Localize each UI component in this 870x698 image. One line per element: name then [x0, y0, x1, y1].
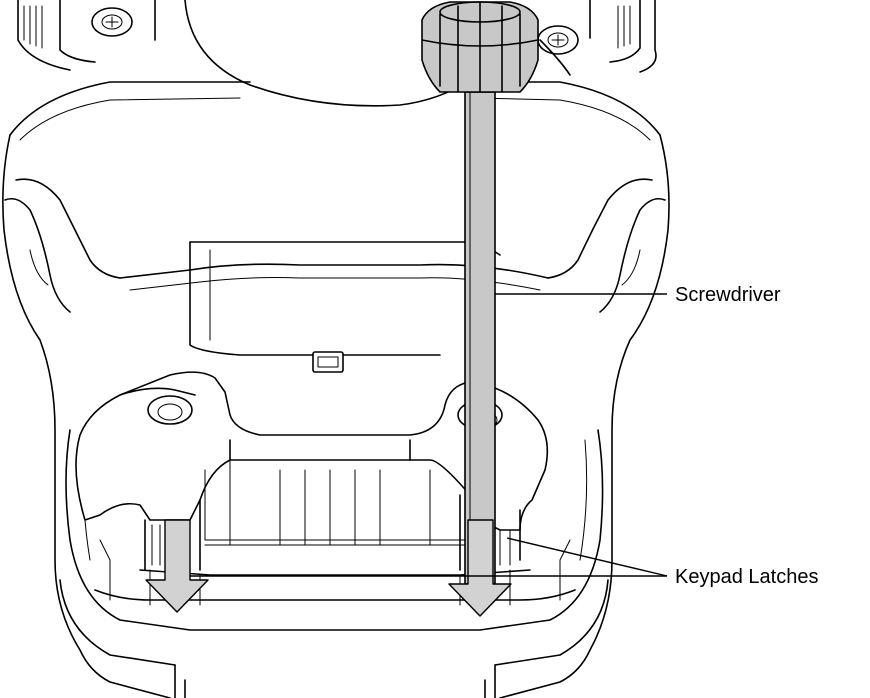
- left-grip-ridges: [23, 5, 43, 49]
- top-right-screw: [537, 25, 579, 55]
- connector-icon: [312, 351, 344, 373]
- keypad-latches-leader-line-upper: [506, 537, 668, 577]
- right-grip-ridges: [617, 5, 631, 49]
- device-housing: [2, 0, 670, 698]
- keypad-latches-callout-label: Keypad Latches: [675, 566, 818, 588]
- right-down-arrow: [448, 519, 512, 617]
- left-down-arrow: [145, 519, 209, 613]
- screwdriver: [421, 1, 539, 585]
- top-left-screw: [91, 7, 133, 37]
- screwdriver-callout-label: Screwdriver: [675, 284, 781, 306]
- keypad-frame: [75, 371, 576, 606]
